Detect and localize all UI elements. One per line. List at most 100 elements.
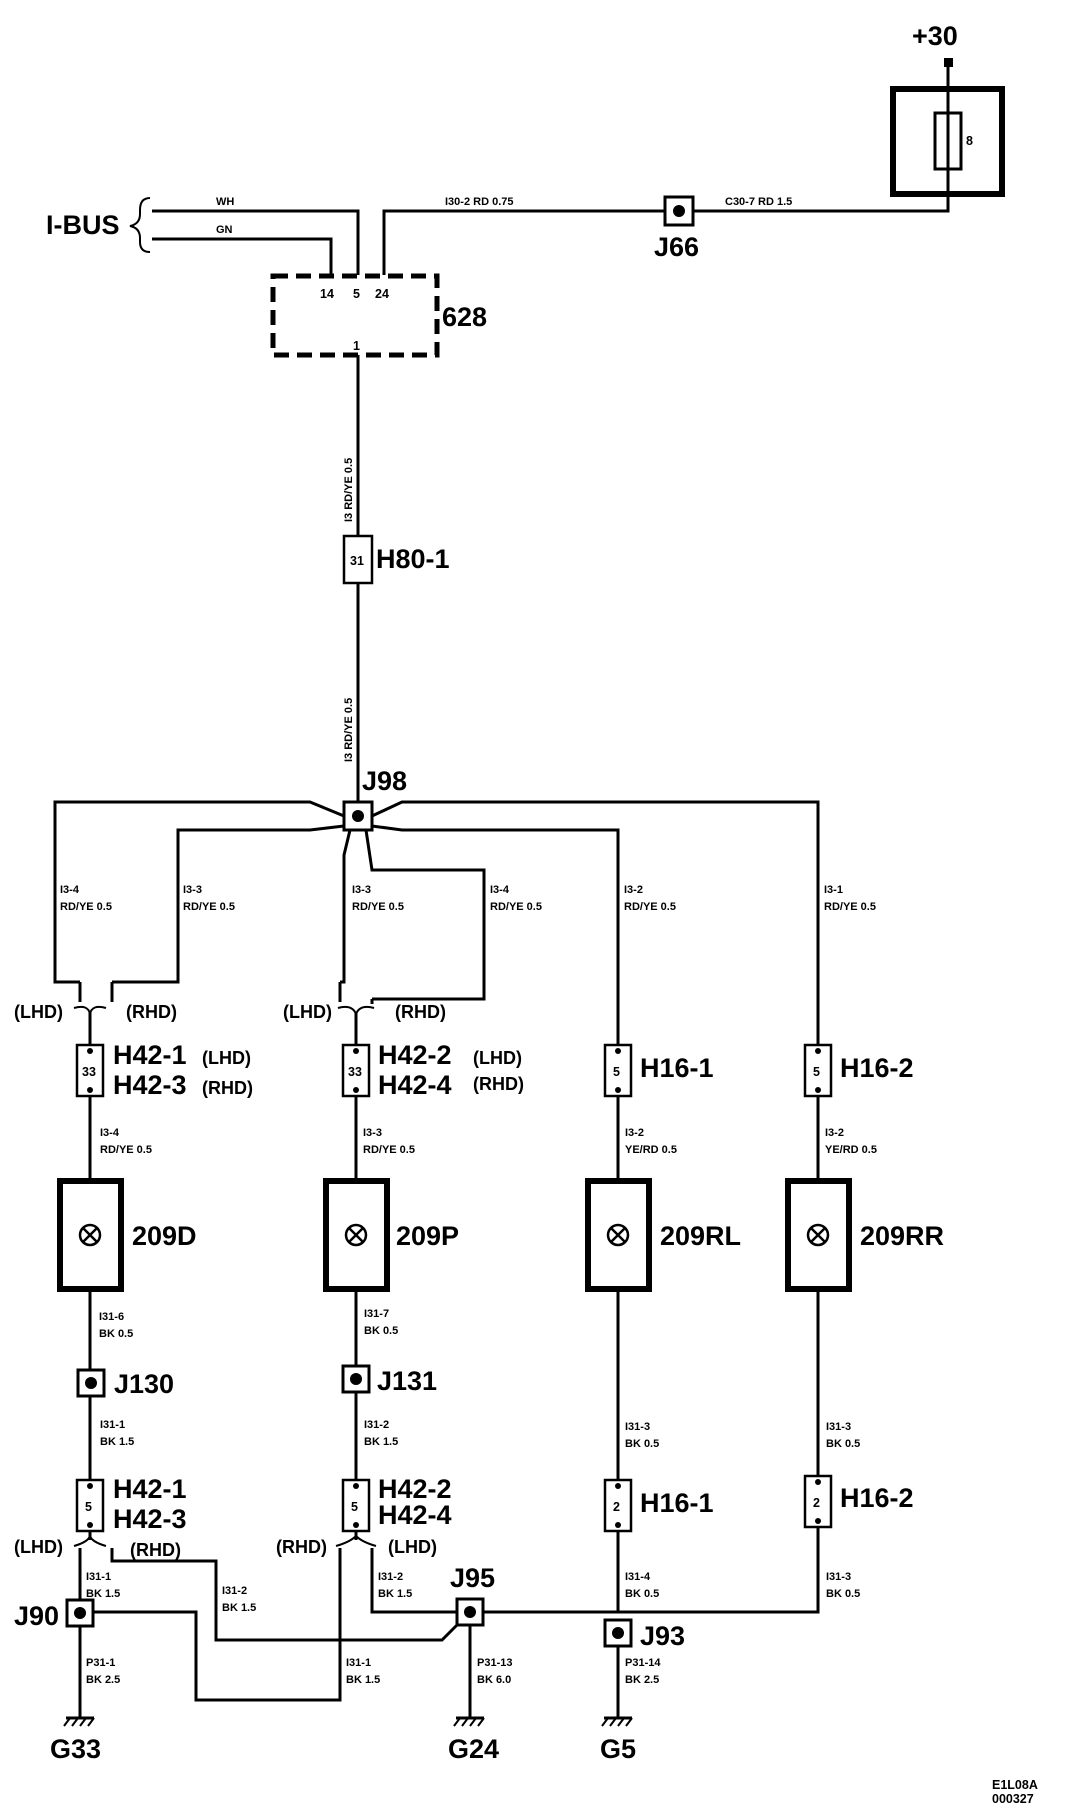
ground-g33-label: G33 [50,1734,101,1764]
l4-top-spec: YE/RD 0.5 [825,1144,877,1156]
g2b-id: I31-1 [346,1657,371,1669]
lamp-209p: 209P [323,1178,459,1292]
ground-g5: G5 [600,1716,636,1764]
b5-id: I3-2 [624,884,643,896]
diagram-code: E1L08A [992,1778,1038,1792]
h42-2b-label: H42-2 [378,1474,452,1504]
l3-bot-id: I31-4 [625,1571,651,1583]
junction-j131-label: J131 [377,1366,437,1396]
lamp-209rr-label: 209RR [860,1221,944,1251]
g1b-id: I31-2 [222,1585,247,1597]
lamp-209d: 209D [57,1178,197,1292]
l1-bk-id: I31-6 [99,1311,124,1323]
h16-1-label: H16-1 [640,1053,714,1083]
ibus-brace [129,197,151,253]
s2-lhd: (LHD) [283,1002,332,1022]
ibus-label: I-BUS [46,210,120,240]
ground-g5-label: G5 [600,1734,636,1764]
lamp-209rr: 209RR [785,1178,944,1292]
b3-spec: RD/YE 0.5 [352,901,404,913]
lamp-209rl-label: 209RL [660,1221,741,1251]
h16-2b-pin: 2 [813,1496,820,1510]
wire-i3-upper: I3 RD/YE 0.5 [343,458,355,522]
p31-13-spec: BK 6.0 [477,1674,511,1686]
variant-switch-4: (RHD) (LHD) [80,1531,456,1702]
connector-h16-1: 5 H16-1 [603,1043,714,1098]
wire-gn-label: GN [216,224,233,236]
wire-i30-2: I30-2 RD 0.75 [445,196,513,208]
junction-j130-label: J130 [114,1369,174,1399]
h16-2-label: H16-2 [840,1053,914,1083]
module-pin-14: 14 [320,287,334,301]
ibus-wire-gn [152,237,333,275]
b6-id: I3-1 [824,884,843,896]
connector-h16-2-lower: 2 H16-2 [803,1474,914,1529]
junction-j90: J90 [14,1598,95,1718]
h80-1-label: H80-1 [376,544,450,574]
branch-labels: I3-4 RD/YE 0.5 I3-3 RD/YE 0.5 I3-3 RD/YE… [60,884,876,913]
l1-j-spec: BK 1.5 [100,1436,134,1448]
p31-1-id: P31-1 [86,1657,115,1669]
variant-switch-1: (LHD) (RHD) [14,982,177,1045]
branch-6 [371,800,820,1059]
b4-id: I3-4 [490,884,510,896]
l4-bot-spec: BK 0.5 [826,1588,860,1600]
junction-j90-label: J90 [14,1601,59,1631]
lamp-209d-label: 209D [132,1221,197,1251]
l2-j-id: I31-2 [364,1419,389,1431]
h42-1b-label: H42-1 [113,1474,187,1504]
branch-4 [364,829,486,1001]
l4-bk-id: I31-3 [826,1421,851,1433]
l1-bk-spec: BK 0.5 [99,1328,133,1340]
junction-j131: J131 [341,1364,437,1396]
g2a-spec: BK 1.5 [378,1588,412,1600]
s1-rhd: (RHD) [126,1002,177,1022]
p31-1-spec: BK 2.5 [86,1674,120,1686]
s3-rhd: (RHD) [130,1540,181,1560]
l4-top-id: I3-2 [825,1127,844,1139]
l3-bot-spec: BK 0.5 [625,1588,659,1600]
ibus-wire-wh [152,209,360,275]
h42-2-tag-lhd: (LHD) [473,1048,522,1068]
g1a-spec: BK 1.5 [86,1588,120,1600]
module-pin-1: 1 [353,339,360,353]
p31-14-id: P31-14 [625,1657,661,1669]
p31-14-spec: BK 2.5 [625,1674,659,1686]
b1-spec: RD/YE 0.5 [60,901,112,913]
h16-1b-label: H16-1 [640,1488,714,1518]
ibus: I-BUS WH GN [46,196,360,275]
s2-rhd: (RHD) [395,1002,446,1022]
supply-terminal [944,58,953,67]
h42-4-label: H42-4 [378,1070,452,1100]
g2a-id: I31-2 [378,1571,403,1583]
h42-3b-label: H42-3 [113,1504,187,1534]
junction-j95-label: J95 [450,1563,495,1593]
h42-2-label: H42-2 [378,1040,452,1070]
b5-spec: RD/YE 0.5 [624,901,676,913]
diagram-date: 000327 [992,1792,1034,1806]
junction-j130: J130 [76,1368,174,1399]
wire-i3-lower: I3 RD/YE 0.5 [343,698,355,762]
connector-h80-1: 31 H80-1 [342,534,450,585]
b2-id: I3-3 [183,884,202,896]
s1-lhd: (LHD) [14,1002,63,1022]
junction-j93-label: J93 [640,1621,685,1651]
ground-g33: G33 [50,1716,101,1764]
h42-3-label: H42-3 [113,1070,187,1100]
h16-1-pin: 5 [613,1065,620,1079]
h42-4b-label: H42-4 [378,1500,452,1530]
junction-j66: J66 [654,195,699,262]
h42-2-pin: 33 [348,1065,362,1079]
l1-top-id: I3-4 [100,1127,120,1139]
branch-5 [371,824,620,1059]
h42-1-pin: 33 [82,1065,96,1079]
junction-j66-label: J66 [654,232,699,262]
l3-bk-id: I31-3 [625,1421,650,1433]
variant-switch-2: (LHD) (RHD) [283,982,446,1045]
ground-g24-label: G24 [448,1734,499,1764]
lamp-209p-label: 209P [396,1221,459,1251]
supply-label: +30 [912,21,958,51]
l3-top-id: I3-2 [625,1127,644,1139]
